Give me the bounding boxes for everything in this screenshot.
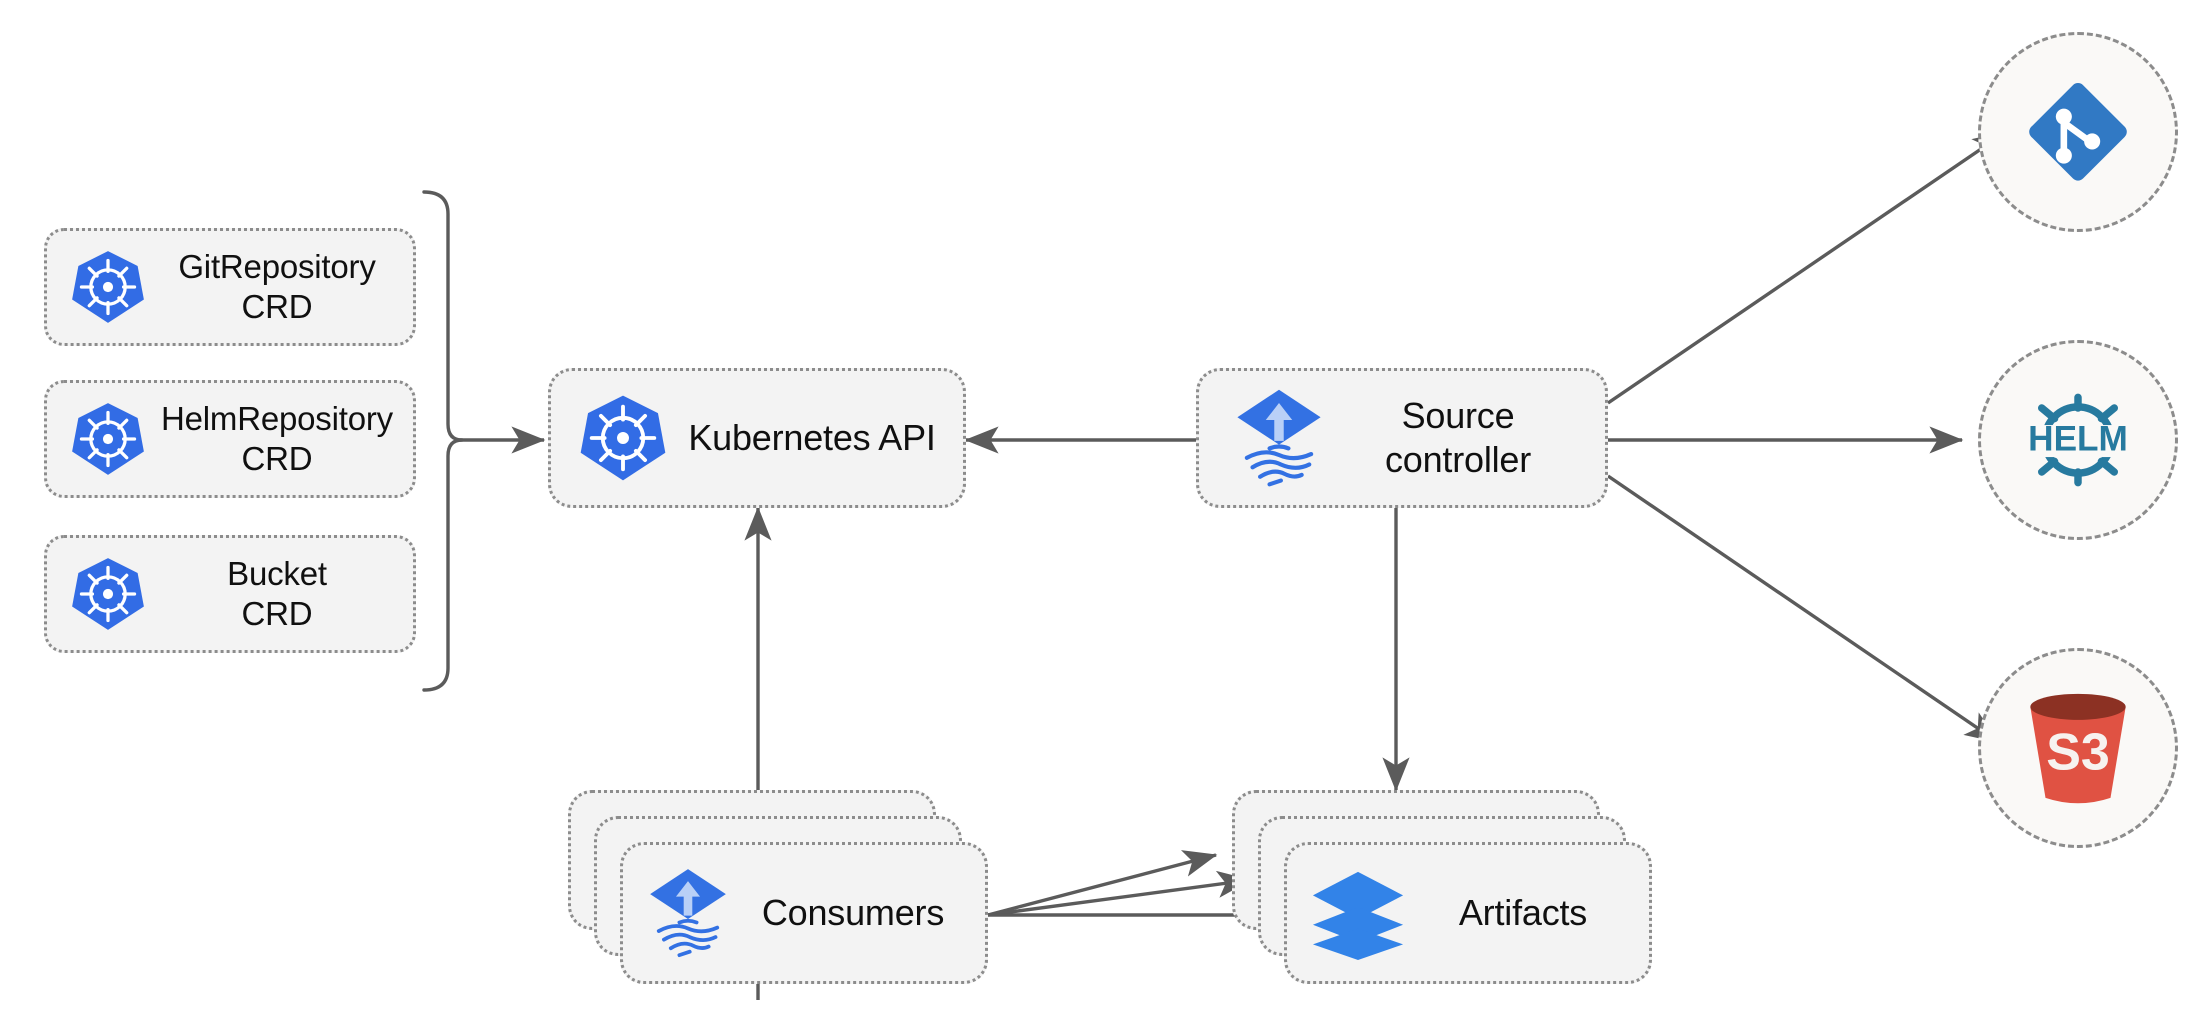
consumers-label: Consumers: [761, 892, 945, 934]
layers-icon: [1309, 864, 1407, 962]
crd-label: Bucket CRD: [227, 554, 327, 632]
git-icon: [2019, 73, 2137, 191]
consumers-node[interactable]: Consumers: [620, 842, 988, 984]
kubernetes-icon: [69, 400, 147, 478]
source-controller-node[interactable]: Source controller: [1196, 368, 1608, 508]
artifacts-stack: Artifacts: [1232, 790, 1652, 1000]
helm-target-circle[interactable]: HELM: [1978, 340, 2178, 540]
helm-icon: HELM: [2014, 376, 2142, 504]
kubernetes-icon: [577, 392, 669, 484]
consumers-stack: Consumers: [568, 790, 988, 1000]
flux-icon: [1231, 386, 1327, 490]
crd-label: GitRepository CRD: [178, 247, 376, 325]
s3-wordmark: S3: [2046, 724, 2110, 782]
edge-consumers-to-artifacts-1: [987, 850, 1218, 917]
kubernetes-icon: [69, 248, 147, 326]
artifacts-label: Artifacts: [1458, 892, 1588, 934]
s3-target-circle[interactable]: S3: [1978, 648, 2178, 848]
kubernetes-api-label: Kubernetes API: [688, 417, 936, 459]
artifacts-node[interactable]: Artifacts: [1284, 842, 1652, 984]
crd-box-helmrepository[interactable]: HelmRepository CRD: [44, 380, 416, 498]
source-controller-label: Source controller: [1384, 395, 1532, 480]
crd-box-bucket[interactable]: Bucket CRD: [44, 535, 416, 653]
edge-source-controller-to-git: [1607, 130, 2008, 405]
kubernetes-icon: [69, 555, 147, 633]
helm-wordmark: HELM: [2028, 420, 2128, 459]
kubernetes-api-node[interactable]: Kubernetes API: [548, 368, 966, 508]
crd-box-gitrepository[interactable]: GitRepository CRD: [44, 228, 416, 346]
crd-label: HelmRepository CRD: [161, 399, 393, 477]
crd-bracket: [422, 190, 464, 692]
edge-consumers-to-artifacts-2: [987, 870, 1252, 917]
git-target-circle[interactable]: [1978, 32, 2178, 232]
s3-bucket-icon: S3: [2013, 685, 2143, 811]
edge-source-controller-to-s3: [1607, 474, 2000, 744]
flux-icon: [645, 863, 731, 963]
